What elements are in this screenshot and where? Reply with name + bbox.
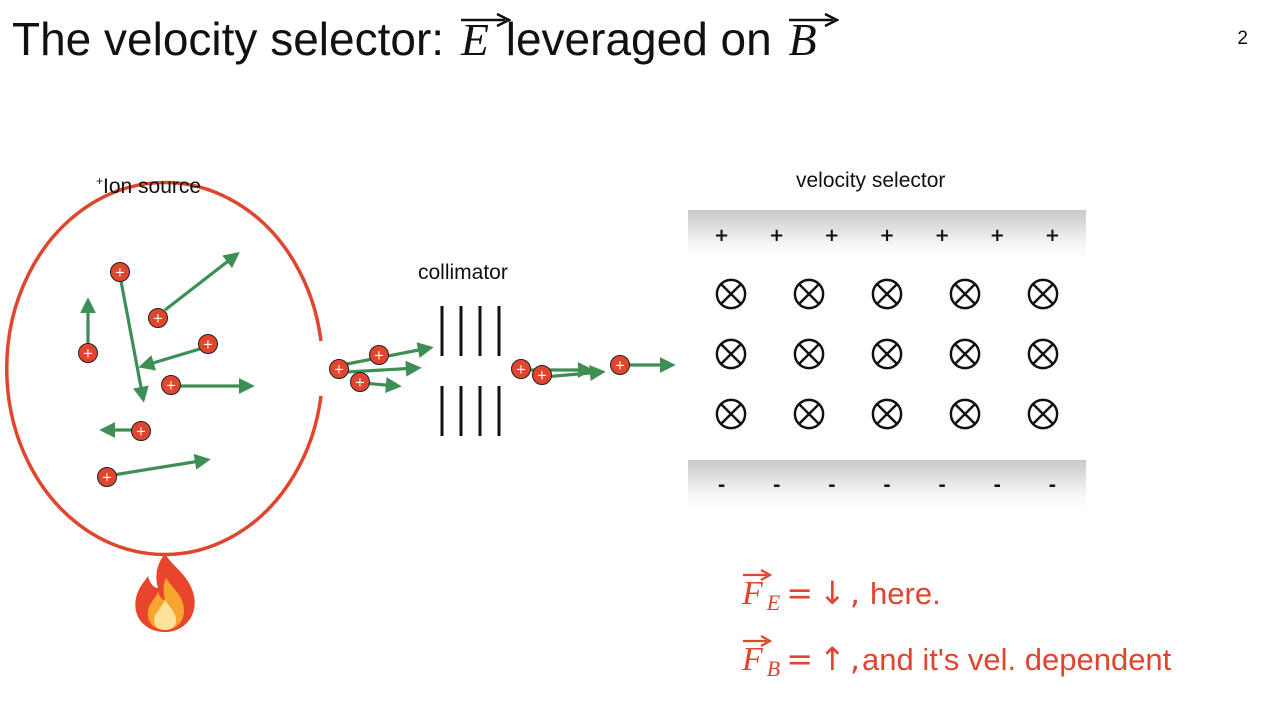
into-page-cross-icon	[715, 276, 747, 312]
ion-charge-label: +	[166, 379, 177, 394]
force-equation-electric: F E = ↓ , here.	[742, 569, 941, 615]
ion-charge-label: +	[374, 349, 385, 364]
ion-charge-label: +	[83, 347, 94, 362]
plus-sign: +	[1044, 224, 1060, 246]
positive-ion: +	[369, 345, 389, 365]
positive-ion: +	[511, 359, 531, 379]
ion-source-label: +Ion source	[96, 174, 202, 198]
into-page-cross-icon	[793, 276, 825, 312]
positive-ion: +	[131, 421, 151, 441]
into-page-cross-icon	[793, 396, 825, 432]
minus-sign: -	[993, 474, 1002, 496]
ion-charge-label: +	[203, 338, 214, 353]
positive-ion: +	[148, 308, 168, 328]
into-page-cross-icon	[871, 396, 903, 432]
vector-arrow-icon	[460, 13, 511, 27]
plus-sign: +	[769, 224, 785, 246]
positive-ion: +	[110, 262, 130, 282]
vector-arrow-icon	[743, 569, 772, 581]
positive-plate: + + + + + + +	[688, 210, 1086, 260]
minus-sign: -	[828, 474, 836, 496]
velocity-arrow	[119, 280, 149, 403]
positive-ion: +	[350, 372, 370, 392]
velocity-arrow	[543, 365, 606, 381]
ion-charge-label: +	[615, 359, 626, 374]
fire-icon	[135, 554, 195, 632]
into-page-cross-icon	[1027, 396, 1059, 432]
ion-charge-label: +	[516, 363, 527, 378]
page-number: 2	[1237, 28, 1248, 49]
ion-charge-label: +	[334, 363, 345, 378]
velocity-arrow	[164, 252, 240, 312]
positive-ion: +	[161, 375, 181, 395]
velocity-arrow	[112, 453, 211, 477]
slide-title: The velocity selector: E leveraged on B	[12, 13, 839, 66]
vector-arrow-icon	[788, 13, 839, 27]
positive-ion: +	[198, 334, 218, 354]
minus-sign: -	[883, 474, 891, 496]
positive-ion: +	[329, 359, 349, 379]
plus-sign: +	[989, 224, 1005, 246]
ion-charge-label: +	[537, 369, 548, 384]
negative-plate: -------	[688, 460, 1086, 510]
down-arrow-icon: ↓	[819, 574, 846, 612]
velocity-arrow	[346, 360, 422, 377]
vector-b: B	[785, 13, 839, 66]
into-page-cross-icon	[793, 336, 825, 372]
plus-sign: +	[879, 224, 895, 246]
plus-sign: +	[934, 224, 950, 246]
collimator-slits	[440, 306, 501, 436]
plus-sign: +	[824, 224, 840, 246]
into-page-cross-icon	[949, 276, 981, 312]
ion-charge-label: +	[153, 312, 164, 327]
vector-arrow-icon	[743, 635, 772, 647]
velocity-selector-label: velocity selector	[796, 169, 946, 192]
into-page-cross-icon	[871, 276, 903, 312]
plus-sign: +	[714, 224, 730, 246]
up-arrow-icon: ↑	[819, 640, 846, 678]
ion-charge-label: +	[355, 376, 366, 391]
into-page-cross-icon	[949, 396, 981, 432]
minus-sign: -	[938, 474, 946, 496]
collimator-label: collimator	[418, 261, 508, 284]
minus-sign: -	[1048, 474, 1057, 496]
ion-source-chamber	[4, 180, 323, 557]
positive-ion: +	[78, 343, 98, 363]
into-page-cross-icon	[715, 336, 747, 372]
into-page-cross-icon	[1027, 276, 1059, 312]
vector-e: E	[457, 13, 511, 66]
title-middle: leveraged on	[505, 13, 772, 65]
velocity-arrow	[138, 346, 204, 371]
minus-sign: -	[772, 474, 781, 496]
into-page-cross-icon	[871, 336, 903, 372]
into-page-cross-icon	[1027, 336, 1059, 372]
minus-sign: -	[717, 474, 726, 496]
ion-charge-label: +	[102, 471, 113, 486]
force-equation-magnetic: F B = ↑ , and it's vel. dependent	[742, 635, 1171, 681]
positive-ion: +	[97, 467, 117, 487]
ion-charge-label: +	[115, 266, 126, 281]
magnetic-field-into-page	[692, 276, 1082, 432]
positive-ion: +	[532, 365, 552, 385]
into-page-cross-icon	[949, 336, 981, 372]
title-prefix: The velocity selector:	[12, 13, 445, 65]
ion-charge-label: +	[136, 425, 147, 440]
into-page-cross-icon	[715, 396, 747, 432]
positive-ion: +	[610, 355, 630, 375]
